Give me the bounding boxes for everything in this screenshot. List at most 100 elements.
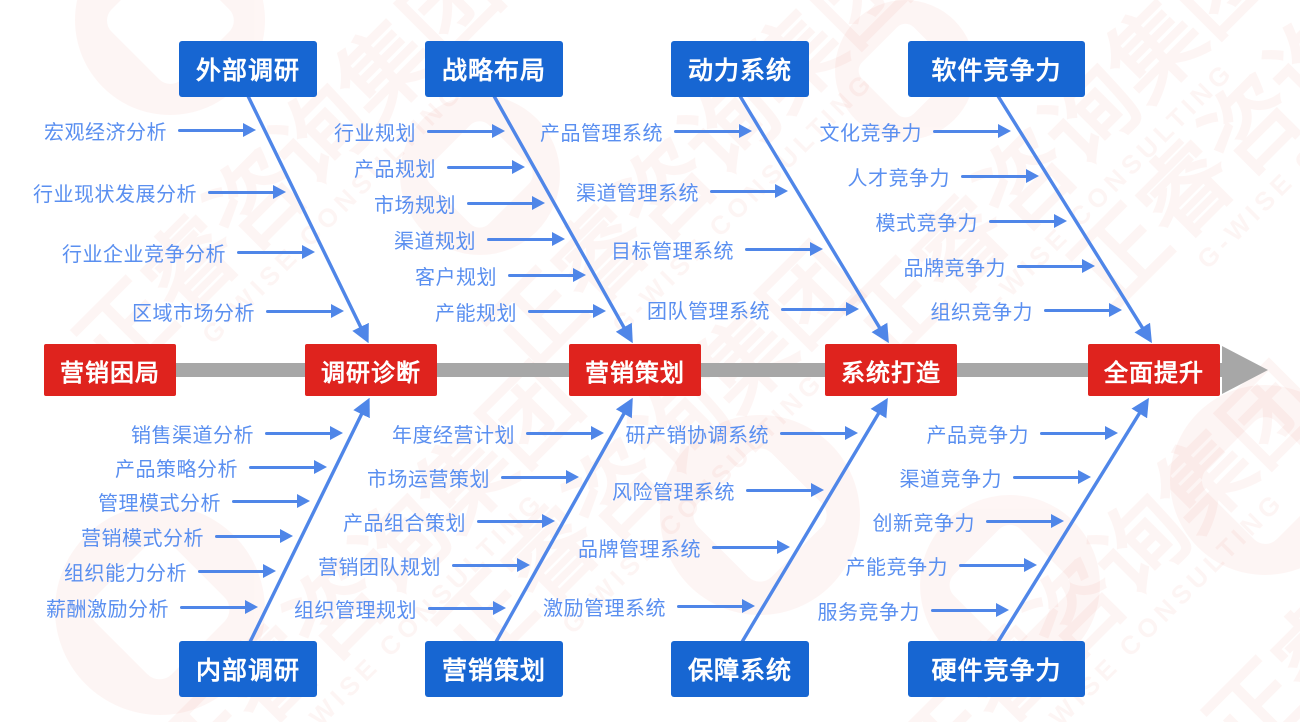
arrow-right-icon — [961, 169, 1039, 183]
bone-item: 行业现状发展分析 — [33, 178, 286, 206]
bone-item-label: 宏观经济分析 — [44, 121, 167, 144]
bone-item: 组织管理规划 — [294, 594, 506, 622]
arrow-right-icon — [452, 558, 530, 572]
bone-item: 市场运营策划 — [367, 463, 579, 491]
bone-item-label: 薪酬激励分析 — [46, 598, 169, 621]
arrow-right-icon — [677, 599, 755, 613]
bone-item: 营销团队规划 — [318, 551, 530, 579]
bone-line — [246, 95, 369, 344]
bone-item: 产品管理系统 — [540, 117, 752, 145]
arrow-right-icon — [477, 514, 555, 528]
arrow-right-icon — [427, 124, 505, 138]
arrow-right-icon — [508, 268, 586, 282]
bone-item-label: 管理模式分析 — [98, 492, 221, 515]
bone-item-label: 产品组合策划 — [343, 512, 466, 535]
bone-item: 产能竞争力 — [845, 551, 1037, 579]
arrow-right-icon — [1017, 259, 1095, 273]
bone-item: 模式竞争力 — [876, 207, 1067, 235]
bone-line — [996, 397, 1149, 643]
bone-item: 组织能力分析 — [64, 557, 276, 585]
bone-item-label: 市场规划 — [374, 194, 456, 217]
bone-item-label: 渠道竞争力 — [899, 468, 1002, 491]
arrow-right-icon — [178, 123, 256, 137]
arrow-right-icon — [959, 558, 1037, 572]
bone-item: 销售渠道分析 — [131, 419, 343, 447]
bone-item: 团队管理系统 — [647, 295, 859, 323]
bone-item-label: 产品规划 — [354, 158, 436, 181]
bone-item-label: 年度经营计划 — [392, 424, 515, 447]
bone-item: 管理模式分析 — [98, 487, 310, 515]
bone-item-label: 渠道规划 — [394, 230, 476, 253]
arrow-right-icon — [674, 124, 752, 138]
bone-item: 渠道管理系统 — [576, 177, 788, 205]
arrow-right-icon — [180, 600, 258, 614]
bone-item-label: 组织竞争力 — [930, 301, 1033, 324]
bone-item-label: 团队管理系统 — [647, 300, 770, 323]
bone-item-label: 文化竞争力 — [819, 122, 922, 145]
bone-item-label: 激励管理系统 — [543, 597, 666, 620]
bone-item-label: 目标管理系统 — [611, 240, 734, 263]
bone-item: 行业企业竞争分析 — [62, 238, 315, 266]
bone-item: 行业规划 — [334, 117, 505, 145]
branch-header-bottom: 硬件竞争力 — [908, 641, 1085, 697]
bone-item-label: 人才竞争力 — [847, 167, 950, 190]
branch-header-top: 战略布局 — [425, 41, 563, 97]
bone-item-label: 销售渠道分析 — [131, 424, 254, 447]
arrow-right-icon — [528, 304, 606, 318]
arrow-right-icon — [215, 529, 293, 543]
branch-header-top: 动力系统 — [671, 41, 809, 97]
bone-item: 营销模式分析 — [81, 522, 293, 550]
arrow-right-icon — [712, 540, 790, 554]
bone-line — [248, 397, 370, 643]
spine-node: 调研诊断 — [305, 344, 437, 396]
spine-arrowhead-icon — [1222, 346, 1268, 394]
bone-item: 产品策略分析 — [115, 453, 327, 481]
branch-header-bottom: 内部调研 — [179, 641, 317, 697]
bone-item: 创新竞争力 — [873, 507, 1064, 535]
bone-line — [996, 95, 1152, 344]
bone-item: 客户规划 — [415, 261, 586, 289]
bone-item: 区域市场分析 — [132, 297, 344, 325]
arrow-right-icon — [710, 184, 788, 198]
arrow-right-icon — [249, 460, 327, 474]
bone-item-label: 行业现状发展分析 — [33, 183, 197, 206]
arrow-right-icon — [1013, 470, 1091, 484]
arrow-right-icon — [198, 564, 276, 578]
bone-item-label: 产能竞争力 — [845, 556, 948, 579]
bone-item: 产品规划 — [354, 153, 525, 181]
bone-item-label: 研产销协调系统 — [625, 424, 769, 447]
arrow-right-icon — [989, 214, 1067, 228]
arrow-right-icon — [265, 426, 343, 440]
spine-node: 营销策划 — [569, 344, 701, 396]
branch-header-top: 软件竞争力 — [908, 41, 1085, 97]
spine-node: 营销困局 — [44, 344, 176, 396]
bone-item-label: 组织能力分析 — [64, 562, 187, 585]
arrow-right-icon — [1044, 303, 1122, 317]
bone-item-label: 风险管理系统 — [612, 481, 735, 504]
bone-item: 产能规划 — [435, 297, 606, 325]
arrow-right-icon — [266, 304, 344, 318]
bone-item: 组织竞争力 — [930, 296, 1122, 324]
bone-line — [738, 95, 889, 344]
arrow-right-icon — [208, 185, 286, 199]
arrow-right-icon — [487, 232, 565, 246]
arrow-right-icon — [232, 494, 310, 508]
bone-item: 文化竞争力 — [819, 117, 1011, 145]
bone-item: 目标管理系统 — [611, 235, 823, 263]
arrow-right-icon — [986, 514, 1064, 528]
bone-item: 产品组合策划 — [343, 507, 555, 535]
bone-item: 品牌管理系统 — [578, 533, 790, 561]
bone-item-label: 产能规划 — [435, 302, 517, 325]
arrow-right-icon — [931, 603, 1009, 617]
arrow-right-icon — [237, 245, 315, 259]
bone-item-label: 组织管理规划 — [294, 599, 417, 622]
bone-item: 风险管理系统 — [612, 476, 824, 504]
bone-item-label: 产品管理系统 — [540, 122, 663, 145]
spine-node: 系统打造 — [825, 344, 957, 396]
bone-item: 渠道竞争力 — [899, 463, 1091, 491]
bone-item: 研产销协调系统 — [625, 419, 858, 447]
bone-item-label: 营销模式分析 — [81, 527, 204, 550]
arrow-right-icon — [933, 124, 1011, 138]
arrow-right-icon — [746, 483, 824, 497]
